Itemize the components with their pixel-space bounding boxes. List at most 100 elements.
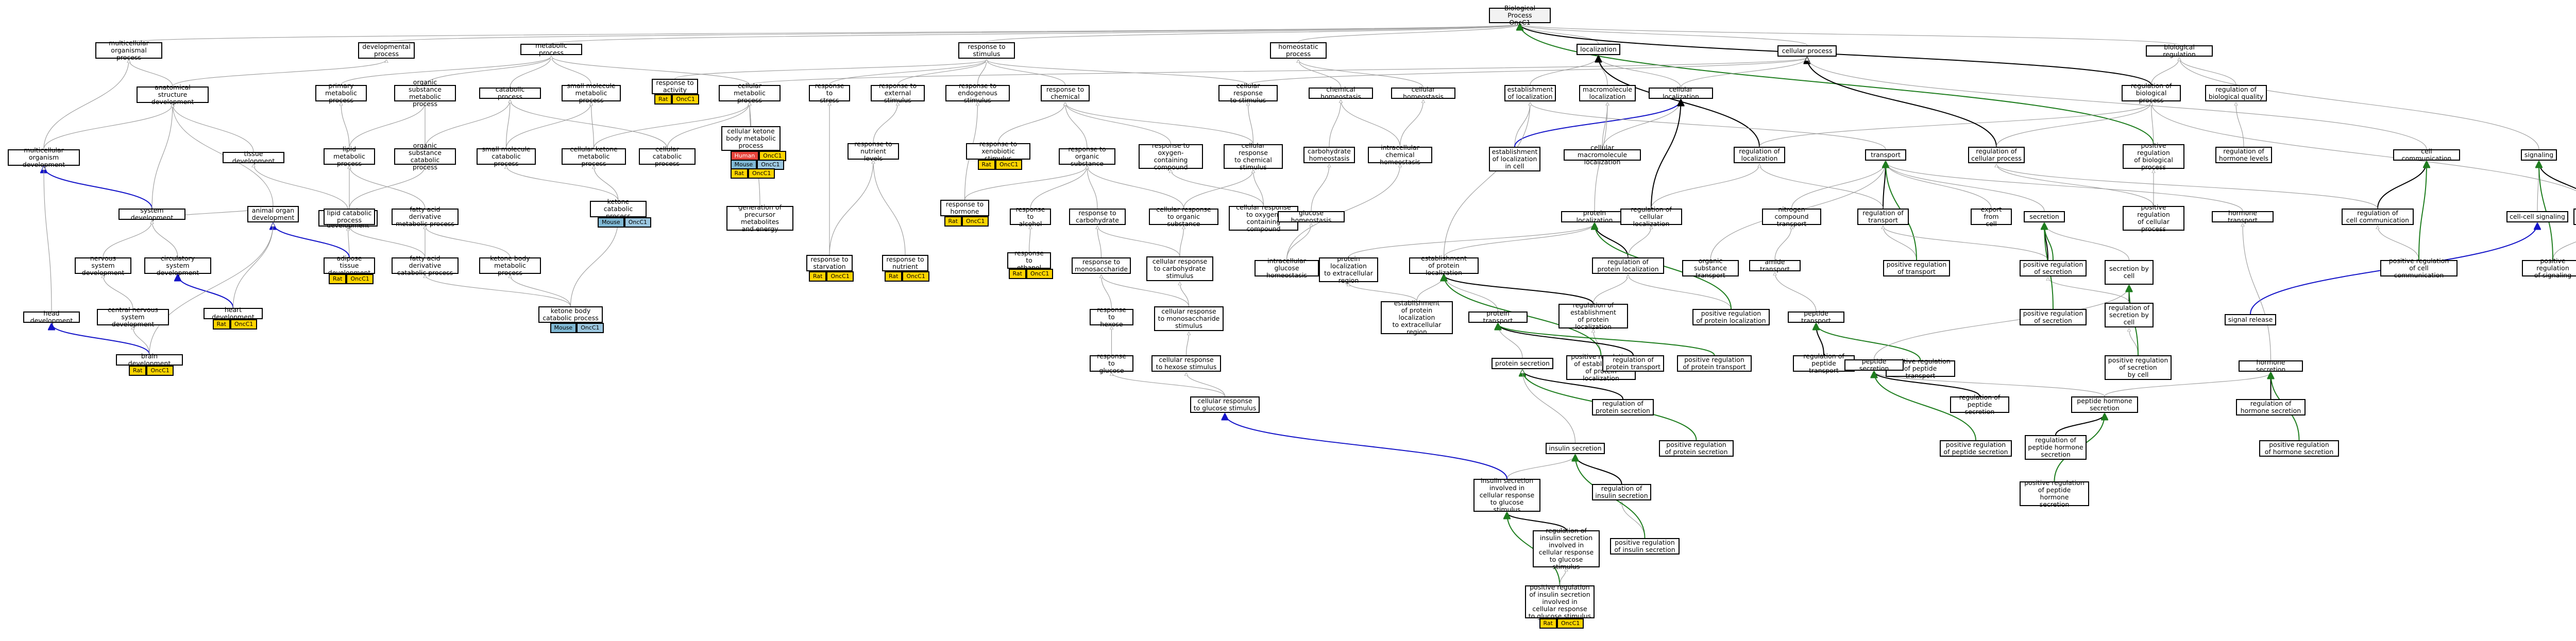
node-establishment-localization[interactable]: establishment of localization <box>1504 85 1556 101</box>
node-regulation-quality[interactable]: regulation of biological quality <box>2205 85 2267 101</box>
node-cellular-response-carbohydrate[interactable]: cellular response to carbohydrate stimul… <box>1146 256 1213 281</box>
node-biological-regulation[interactable]: biological regulation <box>2146 44 2213 58</box>
node-regulation-protein-transport[interactable]: regulation of protein transport <box>1602 355 1664 372</box>
node-regulation-peptide-secretion[interactable]: regulation of peptide secretion <box>1950 394 2009 415</box>
node-nervous-system-dev[interactable]: nervous system development <box>75 255 131 276</box>
node-small-molecule-metabolic[interactable]: small molecule metabolic process <box>562 82 621 104</box>
node-response-nutrient2[interactable]: response to nutrient <box>882 255 928 271</box>
node-pos-reg-cell-comm[interactable]: positive regulation of cell communicatio… <box>2380 257 2458 279</box>
node-hormone-transport[interactable]: hormone transport <box>2212 210 2274 224</box>
node-peptide-hormone-secretion[interactable]: peptide hormone secretion <box>2071 396 2138 413</box>
node-organic-substance-metabolic[interactable]: organic substance metabolic process <box>394 79 456 108</box>
node-heart-dev[interactable]: heart development <box>204 306 263 321</box>
node-amide-transport[interactable]: amide transport <box>1749 258 1801 273</box>
node-animal-organ-dev[interactable]: animal organ development <box>247 206 299 222</box>
node-secretion[interactable]: secretion <box>2024 211 2065 222</box>
node-macromolecule-localization[interactable]: macromolecule localization <box>1579 85 1636 101</box>
node-regulation-cell-comm[interactable]: regulation of cell communication <box>2342 209 2414 225</box>
node-regulation-protein-secretion[interactable]: regulation of protein secretion <box>1592 399 1654 415</box>
node-fatty-acid-metabolic[interactable]: fatty acid derivative metabolic process <box>392 206 459 228</box>
node-cellular-ketone-metabolic[interactable]: cellular ketone metabolic process <box>562 146 626 167</box>
node-cellular-response-glucose[interactable]: cellular response to glucose stimulus <box>1190 396 1260 413</box>
node-carbohydrate-homeostasis[interactable]: carbohydrate homeostasis <box>1303 147 1355 163</box>
node-small-molecule-catabolic[interactable]: small molecule catabolic process <box>477 146 536 167</box>
node-regulation-insulin-secretion[interactable]: regulation of insulin secretion <box>1592 484 1651 500</box>
node-tissue-dev[interactable]: tissue development <box>223 150 284 165</box>
node-regulation-biological[interactable]: regulation of biological process <box>2122 82 2181 104</box>
node-peptide-secretion[interactable]: peptide secretion <box>1844 358 1904 372</box>
node-regulation-localization[interactable]: regulation of localization <box>1734 147 1785 163</box>
node-signaling[interactable]: signaling <box>2521 149 2557 161</box>
node-pos-reg-transport[interactable]: positive regulation of transport <box>1883 260 1950 276</box>
node-cell-communication[interactable]: cell communication <box>2393 148 2460 162</box>
node-pos-reg-insulin-secretion[interactable]: positive regulation of insulin secretion <box>1610 538 1680 555</box>
node-multicellular-organismal[interactable]: multicellular organismal process <box>95 40 162 61</box>
node-regulation-hormone-levels[interactable]: regulation of hormone levels <box>2215 147 2272 163</box>
node-pos-reg-protein-transport[interactable]: positive regulation of protein transport <box>1677 355 1752 372</box>
node-establishment-protein-localization[interactable]: establishment of protein localization <box>1409 255 1479 276</box>
node-ketone-body-metabolic[interactable]: ketone body metabolic process <box>479 255 541 276</box>
node-response-endogenous[interactable]: response to endogenous stimulus <box>945 82 1010 104</box>
node-regulation-transport[interactable]: regulation of transport <box>1857 209 1909 225</box>
node-response-hormone[interactable]: response to hormone <box>940 200 989 216</box>
node-protein-transport[interactable]: protein transport <box>1468 310 1528 324</box>
node-metabolic[interactable]: metabolic process <box>520 42 582 57</box>
node-establishment-in-cell[interactable]: establishment of localization in cell <box>1489 147 1540 171</box>
node-regulation-signaling[interactable]: regulation of signaling <box>2573 209 2576 225</box>
node-localization[interactable]: localization <box>1577 44 1620 55</box>
node-intracellular-chem-homeostasis[interactable]: intracellular chemical homeostasis <box>1368 144 1432 166</box>
node-response-stress[interactable]: response to stress <box>809 82 850 104</box>
node-generation-precursor[interactable]: generation of precursor metabolites and … <box>726 204 793 233</box>
node-regulation-secretion-by-cell[interactable]: regulation of secretion by cell <box>2105 303 2154 327</box>
node-adipose-dev[interactable]: adipose tissue development <box>324 255 375 276</box>
node-protein-localization[interactable]: protein localization <box>1561 210 1628 224</box>
node-ketone-catabolic[interactable]: ketone catabolic process <box>590 198 647 220</box>
node-response-organic[interactable]: response to organic substance <box>1059 146 1115 167</box>
node-response-starvation[interactable]: response to starvation <box>806 255 853 271</box>
node-glucose-homeostasis[interactable]: glucose homeostasis <box>1278 210 1345 224</box>
node-circulatory-dev[interactable]: circulatory system development <box>144 255 211 276</box>
node-pos-reg-cellular[interactable]: positive regulation of cellular process <box>2123 204 2184 233</box>
node-catabolic[interactable]: catabolic process <box>479 86 541 100</box>
node-multicellular-dev[interactable]: multicellular organism development <box>8 147 80 168</box>
node-response-nutrient[interactable]: response to nutrient levels <box>848 141 899 162</box>
node-cellular-response-monosaccharide[interactable]: cellular response to monosaccharide stim… <box>1154 306 1224 331</box>
node-secretion-by-cell[interactable]: secretion by cell <box>2105 260 2154 285</box>
node-response-xenobiotic[interactable]: response to xenobiotic stimulus <box>966 141 1030 162</box>
node-regulation-establishment-protein[interactable]: regulation of establishment of protein l… <box>1558 302 1628 331</box>
node-response-oxygen-compound[interactable]: response to oxygen-containing compound <box>1139 142 1203 171</box>
node-pos-reg-peptide-hormone-secretion[interactable]: positive regulation of peptide hormone s… <box>2020 479 2089 508</box>
node-pos-reg-biological[interactable]: positive regulation of biological proces… <box>2123 142 2184 171</box>
node-peptide-transport[interactable]: peptide transport <box>1788 310 1844 324</box>
node-fatty-acid-catabolic[interactable]: fatty acid derivative catabolic process <box>392 255 459 276</box>
node-homeostatic[interactable]: homeostatic process <box>1270 42 1327 59</box>
node-pos-reg-secretion[interactable]: positive regulation of secretion <box>2020 309 2087 325</box>
node-head-dev[interactable]: head development <box>23 310 80 324</box>
node-protein-secretion[interactable]: protein secretion <box>1492 358 1553 369</box>
node-cellular-homeostasis[interactable]: cellular homeostasis <box>1391 86 1455 100</box>
node-cellular-catabolic[interactable]: cellular catabolic process <box>639 146 696 167</box>
node-response-carbohydrate[interactable]: response to carbohydrate <box>1069 209 1126 225</box>
node-organic-catabolic[interactable]: organic substance catabolic process <box>394 142 456 171</box>
node-regulation-peptide-hormone-secretion[interactable]: regulation of peptide hormone secretion <box>2025 435 2087 460</box>
node-response-glucose[interactable]: response to glucose <box>1090 353 1133 374</box>
node-intracellular-glucose-homeostasis[interactable]: intracellular glucose homeostasis <box>1255 257 1319 279</box>
node-regulation-cellular-localization[interactable]: regulation of cellular localization <box>1620 206 1682 228</box>
node-response-ethanol[interactable]: response to ethanol <box>1007 250 1051 271</box>
node-signal-release[interactable]: signal release <box>2225 314 2276 325</box>
node-cellular-response-hexose[interactable]: cellular response to hexose stimulus <box>1151 355 1221 372</box>
node-export-from-cell[interactable]: export from cell <box>1971 206 2012 228</box>
node-cellular-localization[interactable]: cellular localization <box>1649 86 1713 100</box>
node-regulation-hormone-secretion[interactable]: regulation of hormone secretion <box>2236 399 2306 415</box>
node-pos-reg-protein-localization[interactable]: positive regulation of protein localizat… <box>1692 309 1770 325</box>
node-protein-localization-extracellular[interactable]: protein localization to extracellular re… <box>1319 255 1378 284</box>
node-anatomical[interactable]: anatomical structure development <box>137 84 209 106</box>
node-cellular-process[interactable]: cellular process <box>1777 45 1837 57</box>
node-primary-metabolic[interactable]: primary metabolic process <box>315 82 367 104</box>
node-nitrogen-transport[interactable]: nitrogen compound transport <box>1762 206 1821 228</box>
node-response-external[interactable]: response to external stimulus <box>871 82 925 104</box>
node-cns-dev[interactable]: central nervous system development <box>97 306 169 328</box>
node-chemical-homeostasis[interactable]: chemical homeostasis <box>1309 86 1373 100</box>
node-system-dev[interactable]: system development <box>118 207 185 221</box>
node-response-stimulus[interactable]: response to stimulus <box>958 42 1015 59</box>
